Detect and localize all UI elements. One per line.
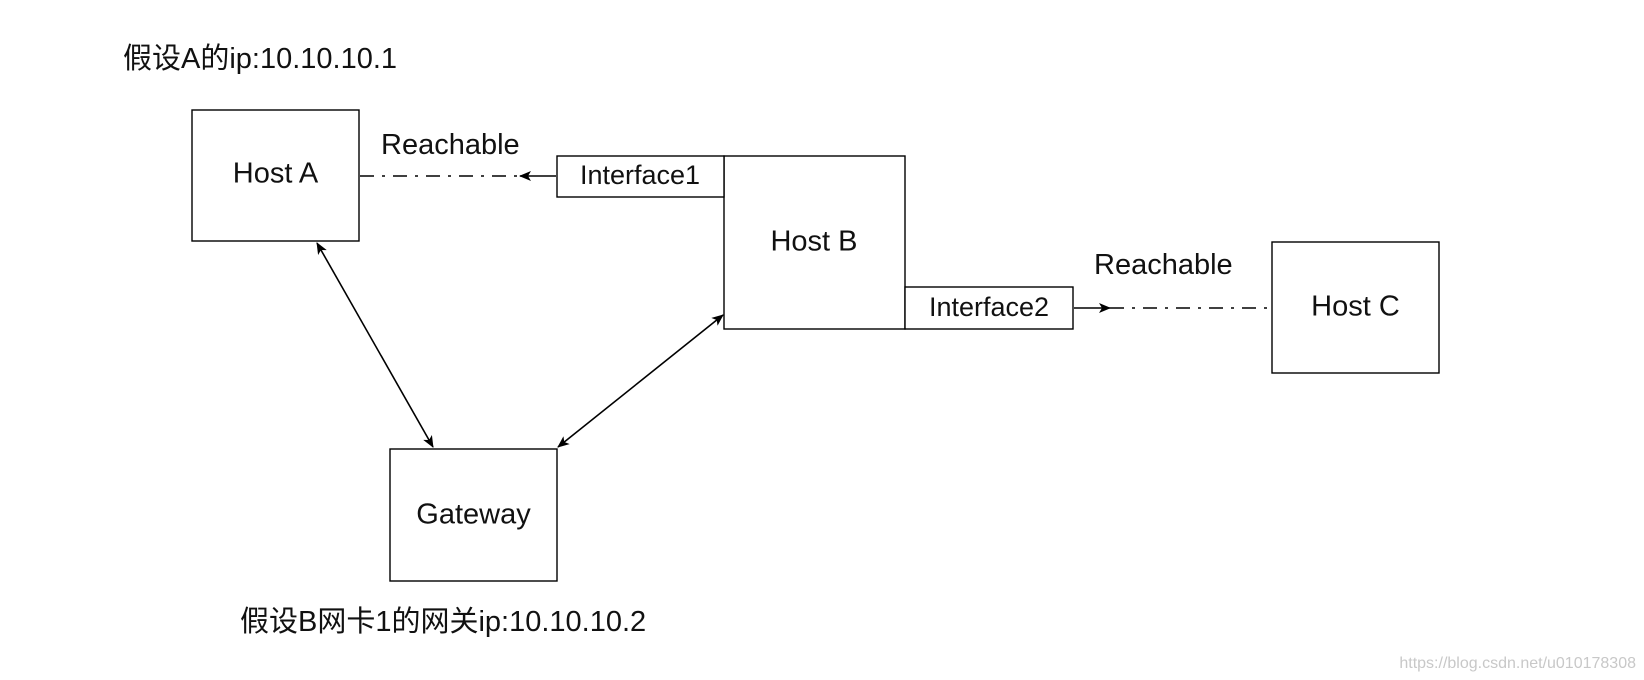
host-a-label: Host A [233,158,319,190]
host-c-node: Host C [1271,241,1440,374]
host-a-gateway-link [316,242,434,448]
host-b-node: Host B [723,155,906,330]
gateway-host-b-link [557,314,724,448]
interface2-label: Interface2 [929,292,1049,322]
interface1-port: Interface1 [556,155,725,198]
interface2-port: Interface2 [904,286,1074,330]
interface1-label: Interface1 [580,160,700,190]
host-a-node: Host A [191,109,360,242]
reachable-label-a: Reachable [381,129,520,161]
gateway-node: Gateway [389,448,558,582]
gateway-ip-note: 假设B网卡1的网关ip:10.10.10.2 [240,605,646,638]
watermark-text: https://blog.csdn.net/u010178308 [1399,655,1636,672]
host-c-label: Host C [1311,291,1400,323]
gateway-label: Gateway [416,499,531,531]
host-b-label: Host B [770,226,857,258]
reachable-label-c: Reachable [1094,249,1233,281]
host-a-ip-note: 假设A的ip:10.10.10.1 [123,42,397,75]
